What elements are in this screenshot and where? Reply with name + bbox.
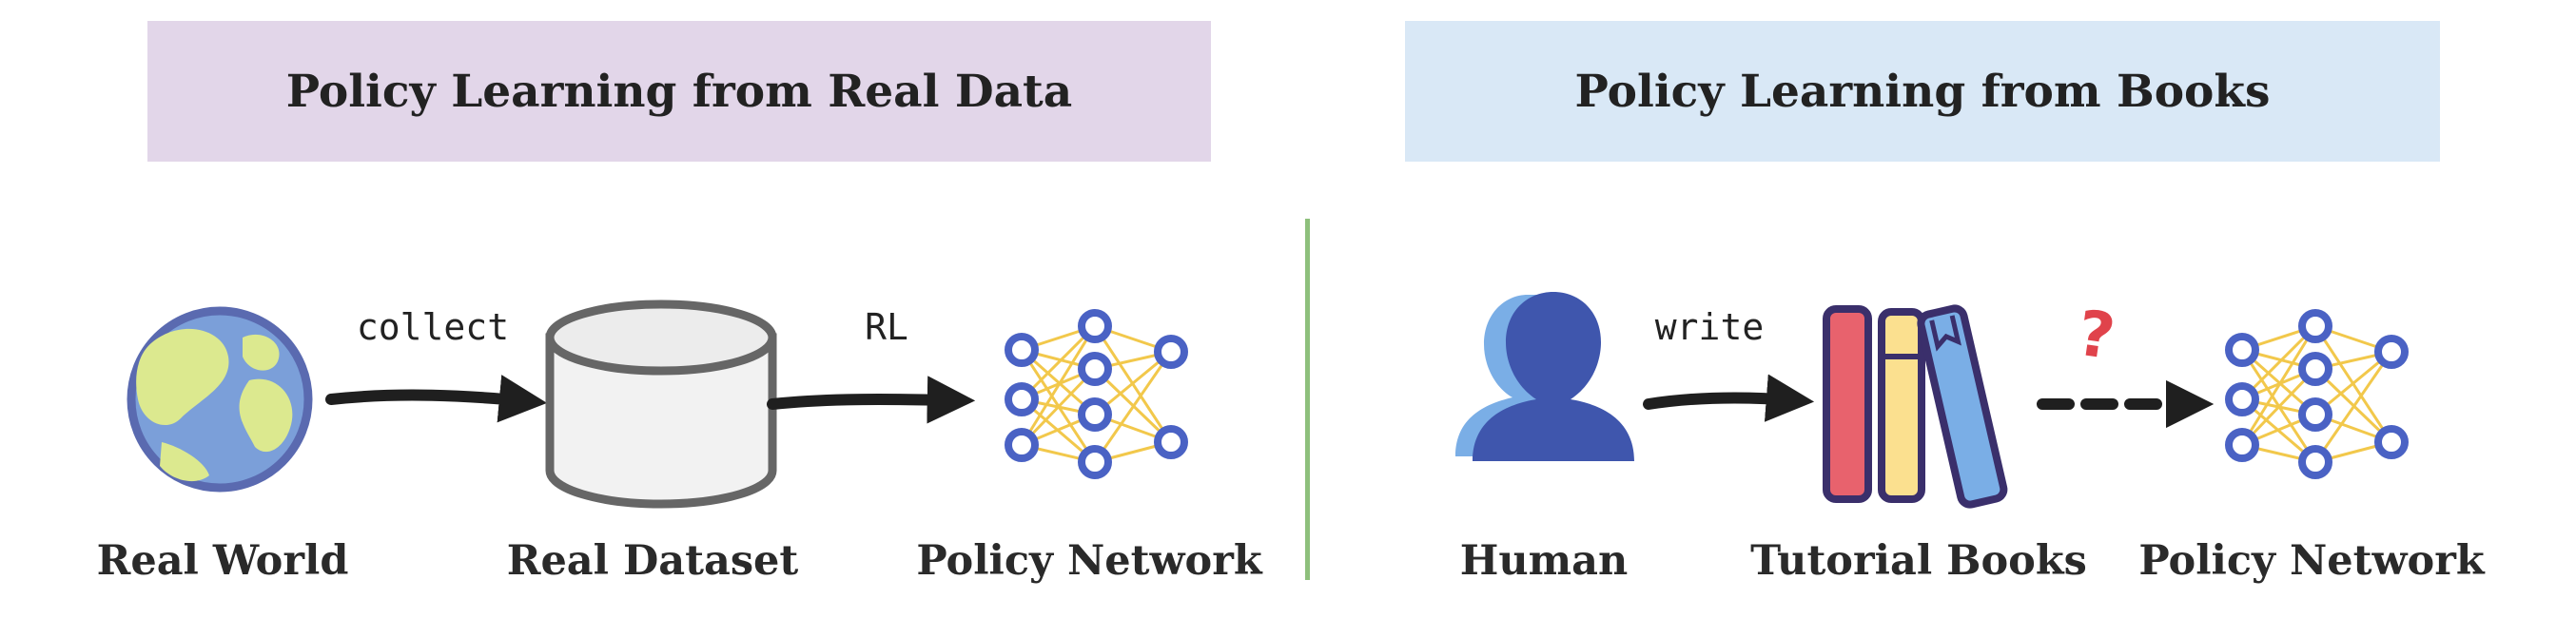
question-mark: ? bbox=[2073, 297, 2119, 375]
node-label-tutorial-books: Tutorial Books bbox=[1750, 537, 2087, 585]
database-icon bbox=[545, 300, 777, 509]
arrow-rl bbox=[767, 376, 976, 424]
human-icon bbox=[1455, 292, 1634, 461]
neural-network-icon bbox=[2225, 309, 2409, 479]
node-label-real-dataset: Real Dataset bbox=[506, 537, 799, 585]
node-label-human: Human bbox=[1459, 537, 1629, 585]
panel-divider bbox=[1305, 219, 1310, 580]
arrow-write bbox=[1643, 374, 1815, 422]
edge-label-write: write bbox=[1654, 306, 1765, 348]
right-panel-title: Policy Learning from Books bbox=[1574, 65, 2271, 118]
left-panel-title: Policy Learning from Real Data bbox=[285, 65, 1073, 118]
node-label-policy-network-right: Policy Network bbox=[2138, 537, 2485, 585]
edge-label-collect: collect bbox=[356, 306, 510, 348]
node-label-real-world: Real World bbox=[96, 537, 349, 585]
neural-network-icon bbox=[1005, 309, 1188, 479]
left-panel-header: Policy Learning from Real Data bbox=[147, 21, 1211, 162]
arrow-collect bbox=[325, 375, 548, 423]
node-label-policy-network-left: Policy Network bbox=[916, 537, 1262, 585]
books-icon bbox=[1823, 304, 2008, 509]
globe-icon bbox=[127, 306, 313, 493]
edge-label-rl: RL bbox=[865, 306, 908, 348]
right-panel-header: Policy Learning from Books bbox=[1405, 21, 2440, 162]
